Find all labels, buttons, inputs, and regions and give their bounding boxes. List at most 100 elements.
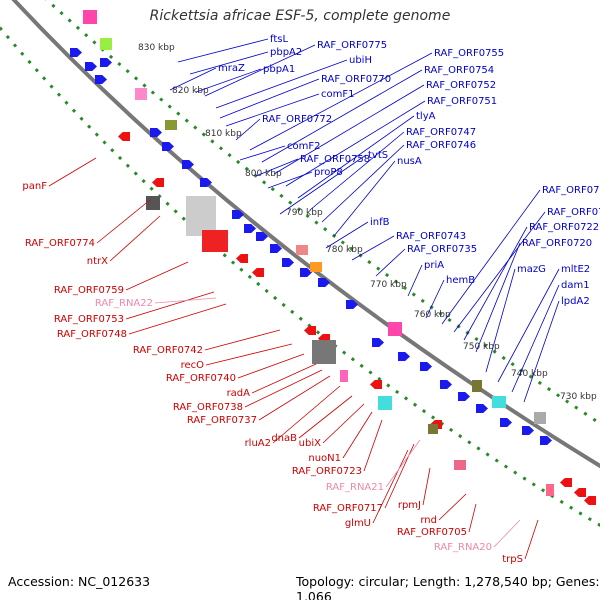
gene-label-mlte2: mltE2 (561, 264, 590, 275)
gene-label-raf-orf0737-leader (258, 375, 331, 421)
kbp-tick-label: 730 kbp (560, 392, 597, 402)
forward-gene-glyph (282, 258, 294, 267)
gene-label-raf-orf0722: RAF_ORF0722 (529, 222, 599, 233)
gene-label-comf1-leader (225, 93, 320, 127)
gene-label-raf-orf0754-leader (261, 69, 423, 163)
gene-label-ftsl-leader (177, 38, 269, 63)
forward-gene-glyph (232, 210, 244, 219)
gene-label-raf-orf0775: RAF_ORF0775 (317, 40, 387, 51)
gene-label-ntrx-leader (109, 215, 161, 262)
gene-glyphs (70, 10, 596, 505)
forward-gene-glyph (476, 404, 488, 413)
gene-label-lpda2: lpdA2 (561, 296, 590, 307)
rna-label-raf-rna22-leader (154, 297, 217, 304)
reverse-gene-glyph (584, 496, 596, 505)
gene-label-raf-orf0717: RAF_ORF0717 (313, 503, 383, 514)
gene-label-panf-leader (48, 157, 97, 187)
gene-label-raf-orf0758: RAF_ORF0758 (300, 154, 370, 165)
gene-label-raf-orf0746-leader (321, 144, 405, 223)
gene-label-reco-leader (205, 343, 293, 366)
gene-label-raf-orf0740: RAF_ORF0740 (166, 373, 236, 384)
backbone-layer (0, 0, 600, 527)
gene-label-pbpa1: pbpA1 (263, 64, 295, 75)
forward-gene-glyph (318, 278, 330, 287)
gene-label-raf-orf0748: RAF_ORF0748 (57, 329, 127, 340)
gene-label-panf: panF (22, 181, 47, 192)
gene-label-raf-orf0740-leader (237, 353, 305, 379)
gene-label-rada: radA (227, 388, 251, 399)
gene-label-raf-orf0772-leader (235, 118, 261, 141)
feature-box (454, 460, 466, 470)
forward-gene-glyph (440, 380, 452, 389)
gene-label-trps-leader (524, 519, 539, 560)
reverse-gene-glyph (370, 380, 382, 389)
genome-backbone-arc (11, 0, 600, 469)
forward-gene-glyph (182, 160, 194, 169)
gene-label-glmu-leader (372, 449, 409, 524)
accession-text: Accession: NC_012633 (8, 574, 151, 589)
gene-label-raf-orf0752: RAF_ORF0752 (426, 80, 496, 91)
ticks-outer-ring (44, 0, 600, 426)
forward-gene-glyph (372, 338, 384, 347)
gene-label-ubih-leader (215, 59, 348, 109)
reverse-gene-glyph (152, 178, 164, 187)
gene-label-mlte2-leader (497, 268, 560, 383)
gene-label-raf-orf0752-leader (273, 84, 425, 175)
forward-gene-glyph (100, 58, 112, 67)
figure-title: Rickettsia africae ESF-5, complete genom… (149, 8, 451, 24)
gene-label-nusa-leader (333, 160, 396, 237)
gene-label-nuon1: nuoN1 (308, 453, 341, 464)
gene-label-rpmj: rpmJ (398, 500, 421, 511)
gene-label-trps: trpS (502, 554, 523, 565)
gene-label-ntrx: ntrX (87, 256, 108, 267)
gene-label-raf-orf0747-leader (309, 131, 405, 211)
gene-label-raf-orf0747: RAF_ORF0747 (406, 127, 476, 138)
gene-label-raf-orf0723: RAF_ORF0723 (292, 466, 362, 477)
gene-label-raf-orf0753: RAF_ORF0753 (54, 314, 124, 325)
gene-label-raf-orf0775-leader (204, 44, 316, 97)
gene-label-rnd-leader (438, 493, 467, 521)
gene-label-tvts: tvtS (368, 150, 388, 161)
gene-label-raf-orf0742: RAF_ORF0742 (133, 345, 203, 356)
feature-box (546, 484, 554, 496)
gene-label-raf-orf0743-leader (351, 235, 395, 261)
reverse-gene-glyph (560, 478, 572, 487)
gene-label-raf-orf0705-leader (468, 503, 477, 533)
gene-label-raf-orf0738-leader (244, 369, 323, 408)
gene-label-nuon1-leader (342, 411, 373, 459)
gene-label-hemb-leader (425, 279, 445, 319)
gene-label-raf-orf0774: RAF_ORF0774 (25, 238, 95, 249)
gene-label-raf-orf0754: RAF_ORF0754 (424, 65, 494, 76)
gene-label-raf-orf0753-leader (125, 291, 215, 320)
gene-label-raf-orf0759: RAF_ORF0759 (54, 285, 124, 296)
forward-gene-glyph (244, 224, 256, 233)
feature-box (186, 196, 216, 236)
gene-label-raf-orf0723-leader (363, 419, 383, 472)
gene-label-raf-orf0735-leader (375, 248, 406, 277)
forward-gene-glyph (398, 352, 410, 361)
gene-label-raf-orf0755-leader (249, 52, 433, 151)
feature-box (388, 322, 402, 336)
feature-box (312, 340, 336, 364)
forward-gene-glyph (540, 436, 552, 445)
gene-label-rada-leader (251, 363, 317, 394)
gene-label-comf1: comF1 (321, 89, 354, 100)
gene-label-mraz: mraZ (218, 63, 245, 74)
kbp-tick-label: 830 kbp (138, 43, 175, 53)
gene-label-pbpa2: pbpA2 (270, 47, 302, 58)
rna-label-raf-rna20: RAF_RNA20 (434, 542, 492, 553)
kbp-tick-label: 760 kbp (414, 310, 451, 320)
gene-label-raf-orf0727-leader (441, 189, 541, 325)
kbp-tick-label: 800 kbp (245, 169, 282, 179)
gene-label-raf-orf0755: RAF_ORF0755 (434, 48, 504, 59)
gene-label-dnab-leader (298, 395, 353, 439)
gene-label-tvts-leader (279, 154, 367, 215)
gene-label-hemb: hemB (446, 275, 475, 286)
feature-box (146, 196, 160, 210)
gene-label-raf-orf0738: RAF_ORF0738 (173, 402, 243, 413)
rna-label-raf-rna20-leader (493, 519, 521, 548)
gene-label-reco: recO (181, 360, 205, 371)
